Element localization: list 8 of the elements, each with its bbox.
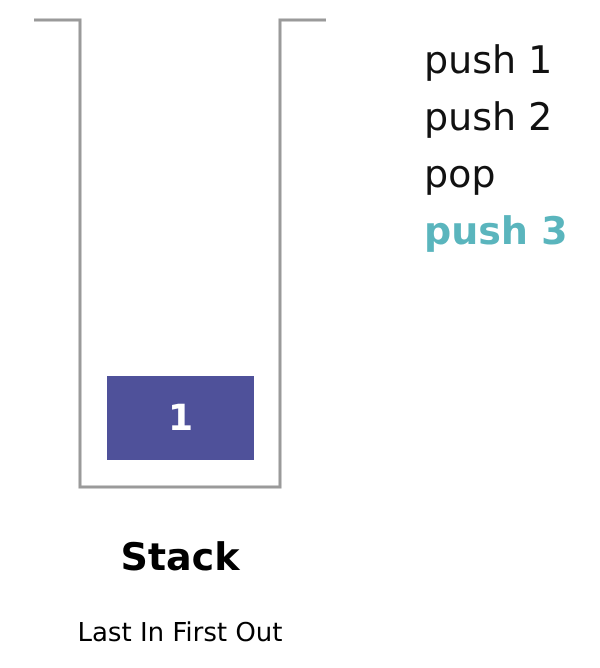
operation-label: push 3 — [424, 209, 568, 253]
diagram-title: Stack — [120, 535, 241, 579]
stack-item: 1 — [107, 376, 254, 460]
caption: Last In First Out — [76, 618, 284, 648]
operation-label: push 1 — [424, 38, 552, 82]
operation-label: pop — [424, 152, 496, 196]
operation-label: push 2 — [424, 95, 552, 139]
stack-container — [34, 18, 326, 489]
